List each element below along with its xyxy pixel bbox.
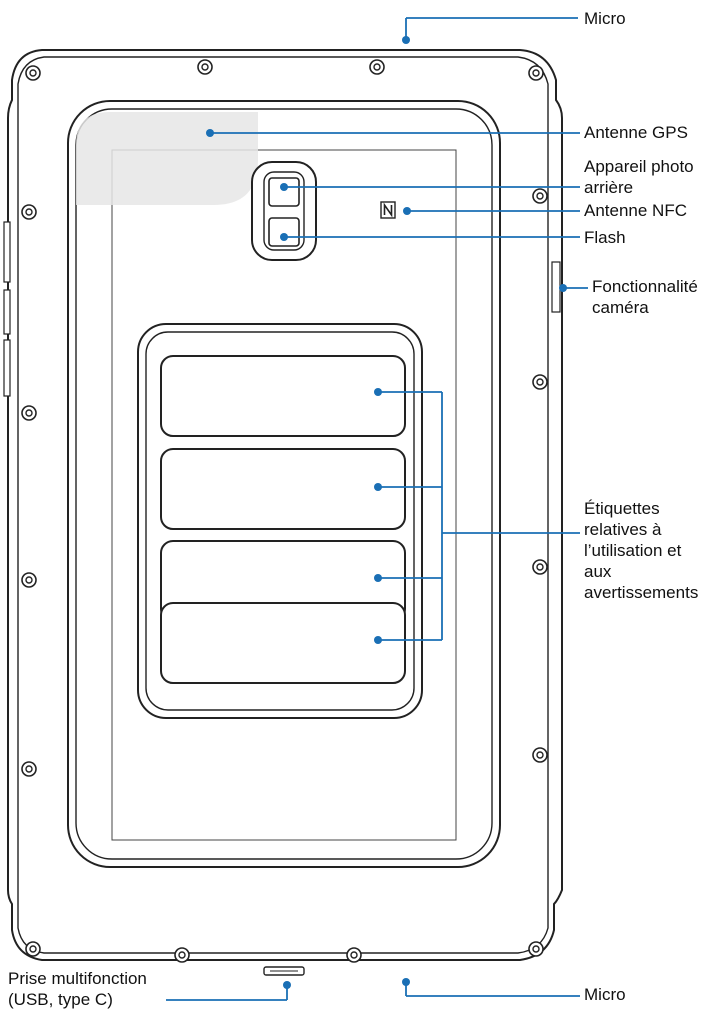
callout-dots [206,36,567,989]
label-warning-line2: relatives à [584,520,662,539]
warning-label-slot [160,448,406,530]
label-warning-line4: aux [584,562,612,581]
callout-lines [166,17,588,1001]
label-camera-key-line1: Fonctionnalité [592,277,698,296]
label-gps-antenna: Antenne GPS [584,123,688,142]
side-button [3,339,11,397]
warning-label-slot [160,602,406,684]
nfc-icon [380,201,396,219]
label-warning-line3: l’utilisation et [584,541,682,560]
label-rear-camera-line1: Appareil photo [584,157,694,176]
label-flash: Flash [584,228,626,247]
label-warning-stickers: Étiquettes relatives à l’utilisation et … [584,498,698,603]
gps-antenna-area [76,112,258,205]
label-rear-camera-line2: arrière [584,178,634,197]
warning-label-slot [160,355,406,437]
label-multipurpose-jack: Prise multifonction (USB, type C) [8,968,147,1010]
label-camera-key-line2: caméra [592,298,649,317]
label-warning-line5: avertissements [584,583,699,602]
label-nfc-antenna: Antenne NFC [584,201,687,220]
label-micro-top: Micro [584,9,626,28]
label-micro-bottom: Micro [584,985,626,1004]
back-panel-inner [75,108,493,860]
label-multipurpose-line1: Prise multifonction [8,969,147,988]
label-multipurpose-line2: (USB, type C) [8,990,113,1009]
back-panel-center [111,149,457,841]
labels-plate-inner [145,331,415,711]
side-button [3,221,11,283]
rear-camera-lens [268,177,300,207]
flash-window [268,217,300,247]
label-rear-camera: Appareil photo arrière [584,156,694,198]
label-camera-key: Fonctionnalité caméra [592,276,698,318]
side-button [3,289,11,335]
label-warning-line1: Étiquettes [584,499,660,518]
camera-side-key [551,261,561,313]
